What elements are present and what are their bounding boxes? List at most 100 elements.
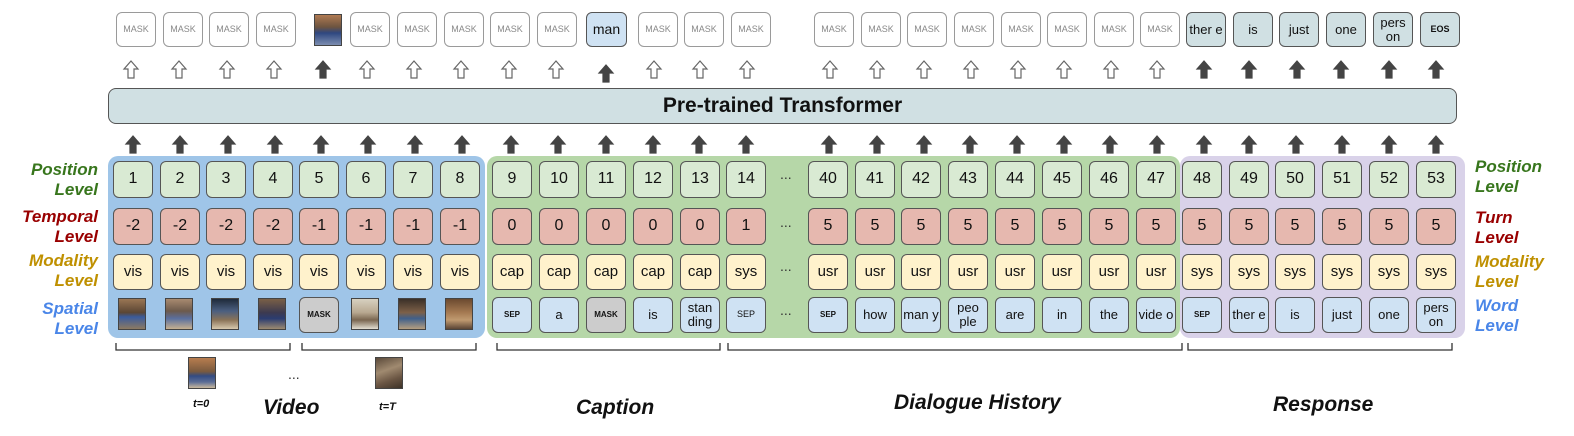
history-word-7: vide o — [1136, 297, 1176, 333]
history-position-0: 40 — [808, 161, 848, 198]
caption-position-4: 13 — [680, 161, 720, 198]
video-temporal-2: -2 — [206, 208, 246, 245]
history-modality-5: usr — [1042, 254, 1082, 290]
output-arrow-24 — [1288, 60, 1306, 79]
ellipsis-temporal: ... — [780, 214, 792, 230]
history-modality-2: usr — [901, 254, 941, 290]
history-position-2: 42 — [901, 161, 941, 198]
input-arrow-8 — [502, 135, 520, 154]
output-token-response-4: pers on — [1373, 12, 1413, 47]
output-token-history-1: MASK — [861, 12, 901, 47]
video-temporal-1: -2 — [160, 208, 200, 245]
output-arrow-3 — [265, 60, 283, 79]
output-arrow-20 — [1102, 60, 1120, 79]
video-modality-5: vis — [346, 254, 386, 290]
video-modality-4: vis — [299, 254, 339, 290]
history-temporal-4: 5 — [995, 208, 1035, 245]
ellipsis-modality: ... — [780, 258, 792, 274]
caption-modality-5: sys — [726, 254, 766, 290]
output-token-video-9: MASK — [537, 12, 577, 47]
input-arrow-13 — [737, 135, 755, 154]
output-arrow-16 — [915, 60, 933, 79]
video-frame-2 — [211, 298, 239, 330]
response-temporal-2: 5 — [1275, 208, 1315, 245]
input-arrow-12 — [690, 135, 708, 154]
caption-position-5: 14 — [726, 161, 766, 198]
history-word-1: how — [855, 297, 895, 333]
response-position-1: 49 — [1229, 161, 1269, 198]
caption-word-3: is — [633, 297, 673, 333]
brace-history — [727, 343, 1183, 351]
history-word-5: in — [1042, 297, 1082, 333]
video-position-7: 8 — [440, 161, 480, 198]
input-arrow-4 — [312, 135, 330, 154]
output-token-video-2: MASK — [209, 12, 249, 47]
video-modality-1: vis — [160, 254, 200, 290]
frame-label-tT: t=T — [379, 401, 396, 413]
input-arrow-9 — [549, 135, 567, 154]
output-token-caption-2: MASK — [684, 12, 724, 47]
history-modality-4: usr — [995, 254, 1035, 290]
video-frame-0 — [118, 298, 146, 330]
output-arrow-7 — [452, 60, 470, 79]
output-arrow-13 — [738, 60, 756, 79]
caption-position-0: 9 — [492, 161, 532, 198]
response-word-2: is — [1275, 297, 1315, 333]
input-arrow-21 — [1148, 135, 1166, 154]
video-position-6: 7 — [393, 161, 433, 198]
video-position-0: 1 — [113, 161, 153, 198]
output-arrow-10 — [597, 64, 615, 83]
video-position-3: 4 — [253, 161, 293, 198]
response-modality-3: sys — [1322, 254, 1362, 290]
response-position-2: 50 — [1275, 161, 1315, 198]
input-arrow-16 — [915, 135, 933, 154]
response-position-4: 52 — [1369, 161, 1409, 198]
history-temporal-7: 5 — [1136, 208, 1176, 245]
history-position-6: 46 — [1089, 161, 1129, 198]
video-frame-6 — [398, 298, 426, 330]
output-arrow-11 — [645, 60, 663, 79]
video-frame-1 — [165, 298, 193, 330]
input-arrow-5 — [359, 135, 377, 154]
history-position-3: 43 — [948, 161, 988, 198]
output-arrow-2 — [218, 60, 236, 79]
input-arrow-19 — [1055, 135, 1073, 154]
section-label-video: Video — [263, 396, 320, 419]
input-arrow-20 — [1101, 135, 1119, 154]
output-arrow-12 — [691, 60, 709, 79]
brace-video-first — [115, 343, 291, 351]
history-position-7: 47 — [1136, 161, 1176, 198]
input-arrow-11 — [644, 135, 662, 154]
output-token-history-2: MASK — [907, 12, 947, 47]
video-temporal-3: -2 — [253, 208, 293, 245]
history-word-3: peo ple — [948, 297, 988, 333]
output-token-response-0: ther e — [1186, 12, 1226, 47]
output-arrow-23 — [1240, 60, 1258, 79]
history-word-0: SEP — [808, 297, 848, 333]
video-position-4: 5 — [299, 161, 339, 198]
output-token-caption-3: MASK — [731, 12, 771, 47]
ellipsis-frames: ... — [288, 366, 300, 382]
response-position-3: 51 — [1322, 161, 1362, 198]
output-token-video-1: MASK — [163, 12, 203, 47]
caption-word-0: SEP — [492, 297, 532, 333]
video-temporal-4: -1 — [299, 208, 339, 245]
history-word-2: man y — [901, 297, 941, 333]
output-token-video-0: MASK — [116, 12, 156, 47]
video-modality-2: vis — [206, 254, 246, 290]
response-modality-4: sys — [1369, 254, 1409, 290]
section-label-caption: Caption — [576, 396, 655, 419]
output-arrow-8 — [500, 60, 518, 79]
output-arrow-25 — [1332, 60, 1350, 79]
response-word-3: just — [1322, 297, 1362, 333]
history-word-6: the — [1089, 297, 1129, 333]
history-modality-7: usr — [1136, 254, 1176, 290]
